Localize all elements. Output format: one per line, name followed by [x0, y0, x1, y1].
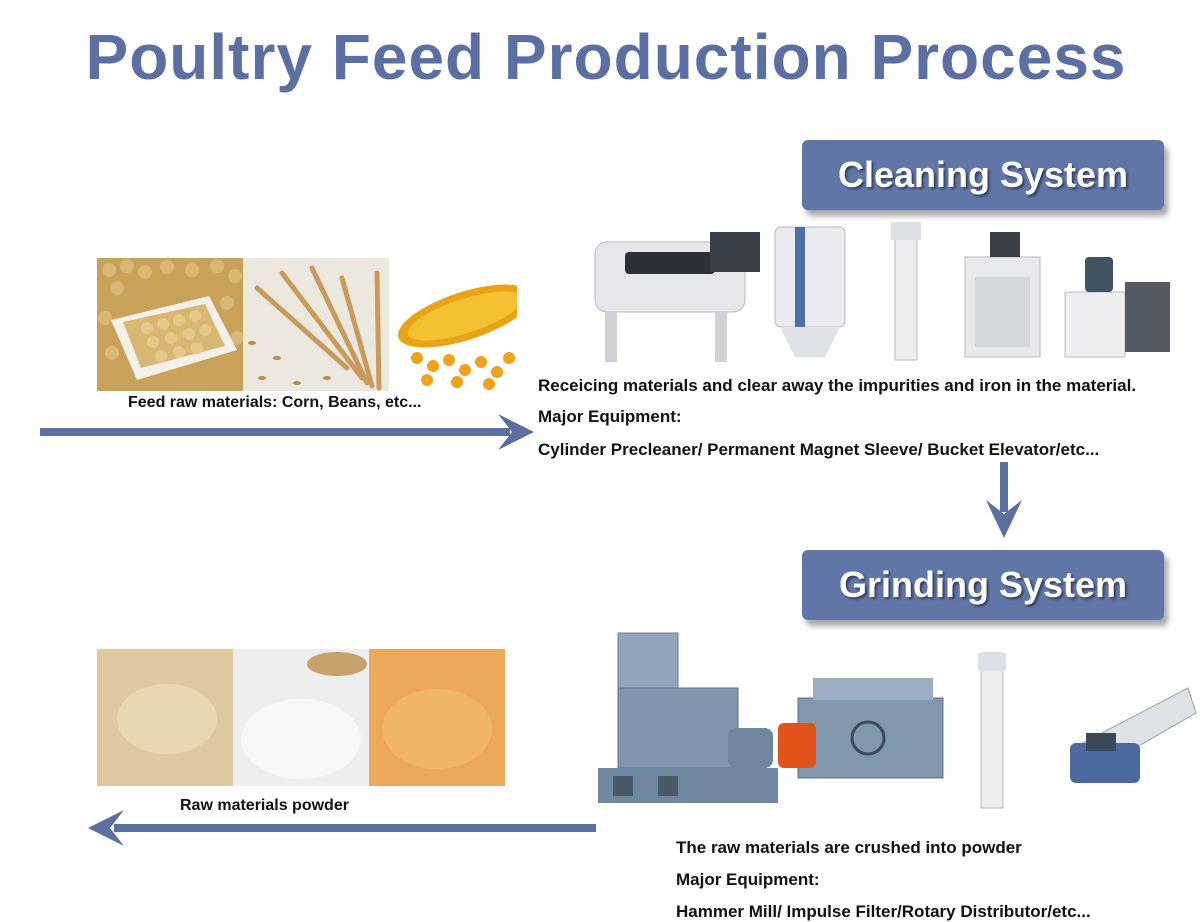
page-title: Poultry Feed Production Process	[85, 21, 1127, 93]
powder-photos	[97, 649, 505, 786]
grinding-equipment-image	[598, 632, 1197, 809]
cleaning-description: Receicing materials and clear away the i…	[538, 376, 1137, 395]
cleaning-equipment-image	[594, 222, 1170, 362]
raw-powder-image	[97, 649, 505, 786]
grinding-description: The raw materials are crushed into powde…	[676, 838, 1022, 857]
cleaning-equipment-list: Cylinder Precleaner/ Permanent Magnet Sl…	[538, 440, 1100, 459]
cleaning-equipment-label: Major Equipment:	[538, 407, 682, 426]
arrow-right-icon	[40, 414, 534, 450]
cleaning-system-heading: Cleaning System	[802, 140, 1164, 210]
raw-materials-caption: Feed raw materials: Corn, Beans, etc...	[128, 394, 422, 411]
powder-caption: Raw materials powder	[180, 797, 349, 814]
raw-materials-image	[97, 258, 517, 391]
arrow-down-icon	[986, 462, 1022, 538]
arrow-left-icon	[88, 810, 596, 846]
grinding-system-heading: Grinding System	[802, 550, 1164, 620]
cleaning-system-heading-label: Cleaning System	[837, 154, 1129, 195]
grinding-equipment-label: Major Equipment:	[676, 870, 820, 889]
grinding-system-heading-label: Grinding System	[838, 564, 1128, 605]
raw-materials-photos	[97, 258, 517, 391]
grinding-equipment-list: Hammer Mill/ Impulse Filter/Rotary Distr…	[676, 902, 1091, 921]
